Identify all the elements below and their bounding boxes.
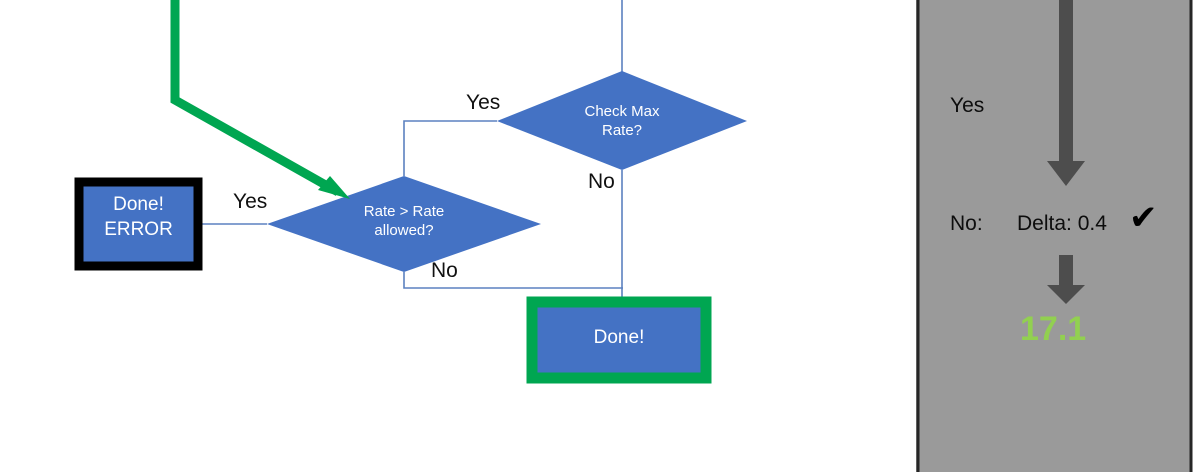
panel-result-value: 17.1 — [1020, 310, 1087, 348]
edge-label-rate-allowed-yes: Yes — [233, 190, 268, 213]
process-done[interactable] — [526, 296, 712, 384]
highlight-path-arrow — [170, 0, 341, 196]
panel-arrow-top-shaft — [1059, 0, 1073, 163]
detail-panel-background — [916, 0, 1192, 472]
process-done-label: Done! — [593, 327, 645, 348]
panel-no-label: No: — [950, 212, 983, 235]
panel-yes-label: Yes — [950, 94, 985, 117]
panel-delta-label: Delta: 0.4 — [1017, 212, 1107, 235]
decision-check-max-rate[interactable] — [497, 71, 747, 170]
process-done-error[interactable] — [74, 177, 203, 271]
edge-label-check-max-rate-no: No — [588, 170, 615, 193]
edge-label-check-max-rate-yes: Yes — [466, 91, 501, 114]
edge-label-rate-allowed-no: No — [431, 259, 458, 282]
connector-check-max-rate-yes — [403, 120, 497, 176]
panel-checkmark-icon: ✔ — [1129, 199, 1158, 237]
connector-rate-allowed-no — [403, 272, 623, 289]
panel-arrow-top-head — [1047, 161, 1085, 186]
highlight-path-arrowhead — [318, 176, 350, 199]
decision-rate-gt-rate-allowed[interactable] — [267, 176, 541, 272]
process-done-error-label: Done! ERROR — [104, 194, 173, 240]
panel-arrow-bottom-head — [1047, 285, 1085, 304]
panel-arrow-bottom-shaft — [1059, 255, 1073, 287]
